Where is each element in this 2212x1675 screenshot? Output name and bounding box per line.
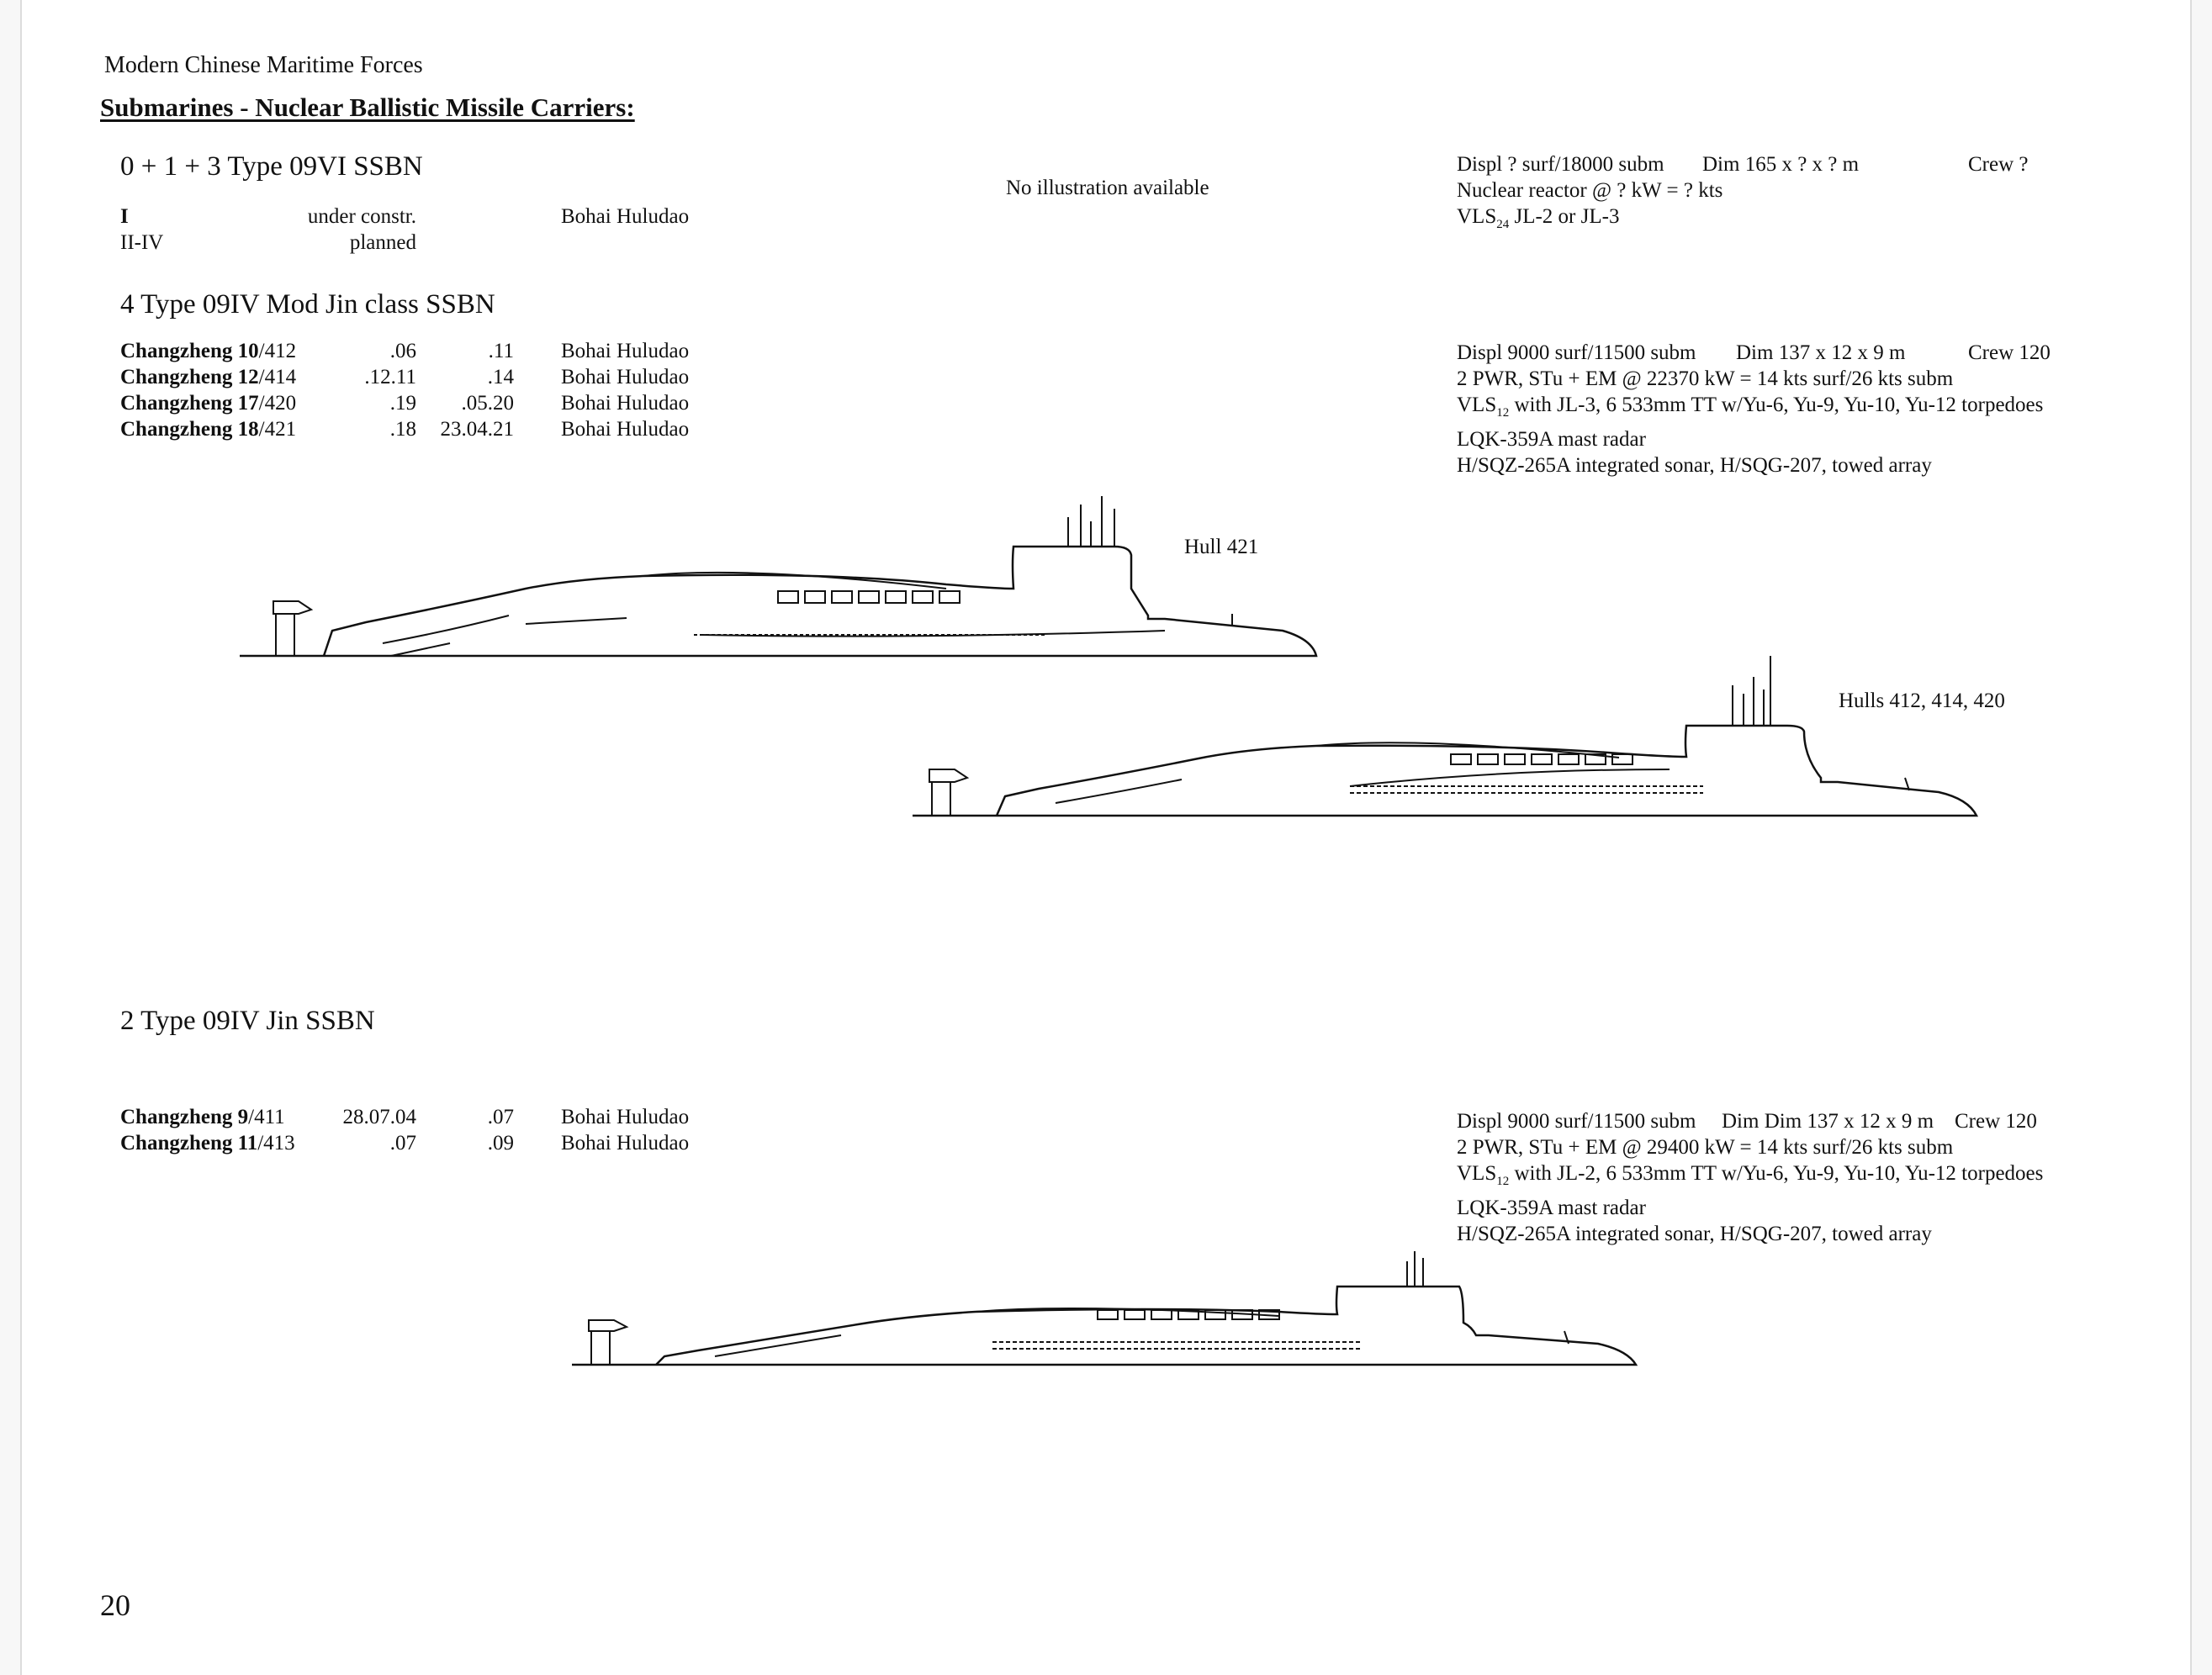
spec-radar: LQK-359A mast radar xyxy=(1457,428,1646,451)
boat-name: Changzheng 18/421 xyxy=(120,418,297,441)
page-number: 20 xyxy=(100,1588,130,1622)
boat-date-2: .07 xyxy=(487,1106,514,1128)
running-header: Modern Chinese Maritime Forces xyxy=(104,52,423,78)
spec-block: Displ ? surf/18000 subm Dim 165 x ? x ? … xyxy=(1457,151,2096,238)
spec-block: Displ 9000 surf/11500 subm Dim 137 x 12 … xyxy=(1457,340,2180,478)
boat-name: Changzheng 10/412 xyxy=(120,340,297,362)
boat-date-2: .11 xyxy=(488,340,514,362)
spec-dim: Dim 137 x 12 x 9 m xyxy=(1736,341,1906,364)
boat-row: Changzheng 11/413 .07 .09 Bohai Huludao xyxy=(120,1132,793,1158)
boat-date-1: .12.11 xyxy=(364,366,416,388)
boat-date-2: .14 xyxy=(487,366,514,388)
boat-yard: Bohai Huludao xyxy=(561,418,690,441)
boat-row: Changzheng 9/411 28.07.04 .07 Bohai Hulu… xyxy=(120,1106,793,1132)
submarine-drawing-type-09iv xyxy=(572,1251,1638,1366)
boat-yard: Bohai Huludao xyxy=(561,1132,690,1155)
boat-date-1: .19 xyxy=(389,392,416,415)
document-page xyxy=(20,0,2192,1675)
boat-date-2: .05.20 xyxy=(461,392,515,415)
boat-name: Changzheng 17/420 xyxy=(120,392,297,415)
illustration-note: No illustration available xyxy=(1006,177,1209,199)
spec-dim: Dim 165 x ? x ? m xyxy=(1702,153,1860,176)
boat-row: Changzheng 10/412 .06 .11 Bohai Huludao xyxy=(120,340,793,366)
boat-row: Changzheng 18/421 .18 23.04.21 Bohai Hul… xyxy=(120,418,793,444)
drawing-caption: Hulls 412, 414, 420 xyxy=(1839,690,2005,712)
submarine-drawing-hulls-412-414-420 xyxy=(913,656,1979,817)
boat-name: Changzheng 12/414 xyxy=(120,366,297,388)
boat-status: planned xyxy=(349,231,416,254)
boat-yard: Bohai Huludao xyxy=(561,1106,690,1128)
spec-displ: Displ ? surf/18000 subm xyxy=(1457,153,1664,176)
boat-name: Changzheng 11/413 xyxy=(120,1132,295,1155)
spec-block: Displ 9000 surf/11500 subm Dim Dim 137 x… xyxy=(1457,1108,2180,1247)
boat-name: II-IV xyxy=(120,231,164,254)
drawing-caption: Hull 421 xyxy=(1184,536,1259,558)
boat-row: I under constr. Bohai Huludao xyxy=(120,205,793,231)
boat-date-1: .07 xyxy=(389,1132,416,1155)
boat-status: under constr. xyxy=(307,205,416,228)
spec-crew: Crew 120 xyxy=(1968,341,2051,364)
spec-dim: Dim Dim 137 x 12 x 9 m xyxy=(1722,1110,1934,1133)
spec-displ: Displ 9000 surf/11500 subm xyxy=(1457,341,1696,364)
boat-yard: Bohai Huludao xyxy=(561,340,690,362)
boat-yard: Bohai Huludao xyxy=(561,392,690,415)
section-title: Submarines - Nuclear Ballistic Missile C… xyxy=(100,92,635,122)
boat-date-1: 28.07.04 xyxy=(342,1106,417,1128)
spec-armament: VLS12 with JL-3, 6 533mm TT w/Yu-6, Yu-9… xyxy=(1457,394,2044,420)
spec-displ: Displ 9000 surf/11500 subm xyxy=(1457,1110,1696,1133)
boat-date-2: .09 xyxy=(487,1132,514,1155)
class-heading: 0 + 1 + 3 Type 09VI SSBN xyxy=(120,151,423,182)
boat-name: I xyxy=(120,205,129,228)
spec-propulsion: Nuclear reactor @ ? kW = ? kts xyxy=(1457,179,1723,202)
boat-yard: Bohai Huludao xyxy=(561,366,690,388)
boat-row: Changzheng 17/420 .19 .05.20 Bohai Hulud… xyxy=(120,392,793,418)
class-heading: 2 Type 09IV Jin SSBN xyxy=(120,1006,375,1036)
class-heading: 4 Type 09IV Mod Jin class SSBN xyxy=(120,289,495,320)
boat-date-2: 23.04.21 xyxy=(440,418,515,441)
spec-propulsion: 2 PWR, STu + EM @ 29400 kW = 14 kts surf… xyxy=(1457,1136,1954,1159)
submarine-drawing-hull-421 xyxy=(240,496,1318,658)
spec-sonar: H/SQZ-265A integrated sonar, H/SQG-207, … xyxy=(1457,454,1932,477)
spec-sonar: H/SQZ-265A integrated sonar, H/SQG-207, … xyxy=(1457,1223,1932,1245)
spec-radar: LQK-359A mast radar xyxy=(1457,1197,1646,1219)
spec-armament: VLS12 with JL-2, 6 533mm TT w/Yu-6, Yu-9… xyxy=(1457,1162,2044,1188)
boat-date-1: .06 xyxy=(389,340,416,362)
spec-crew: Crew ? xyxy=(1968,153,2029,176)
boat-name: Changzheng 9/411 xyxy=(120,1106,285,1128)
boat-date-1: .18 xyxy=(389,418,416,441)
spec-propulsion: 2 PWR, STu + EM @ 22370 kW = 14 kts surf… xyxy=(1457,367,1954,390)
spec-crew: Crew 120 xyxy=(1955,1110,2037,1133)
spec-armament: VLS24 JL-2 or JL-3 xyxy=(1457,205,1620,231)
boat-yard: Bohai Huludao xyxy=(561,205,690,228)
boat-row: Changzheng 12/414 .12.11 .14 Bohai Hulud… xyxy=(120,366,793,392)
boat-row: II-IV planned xyxy=(120,231,793,257)
